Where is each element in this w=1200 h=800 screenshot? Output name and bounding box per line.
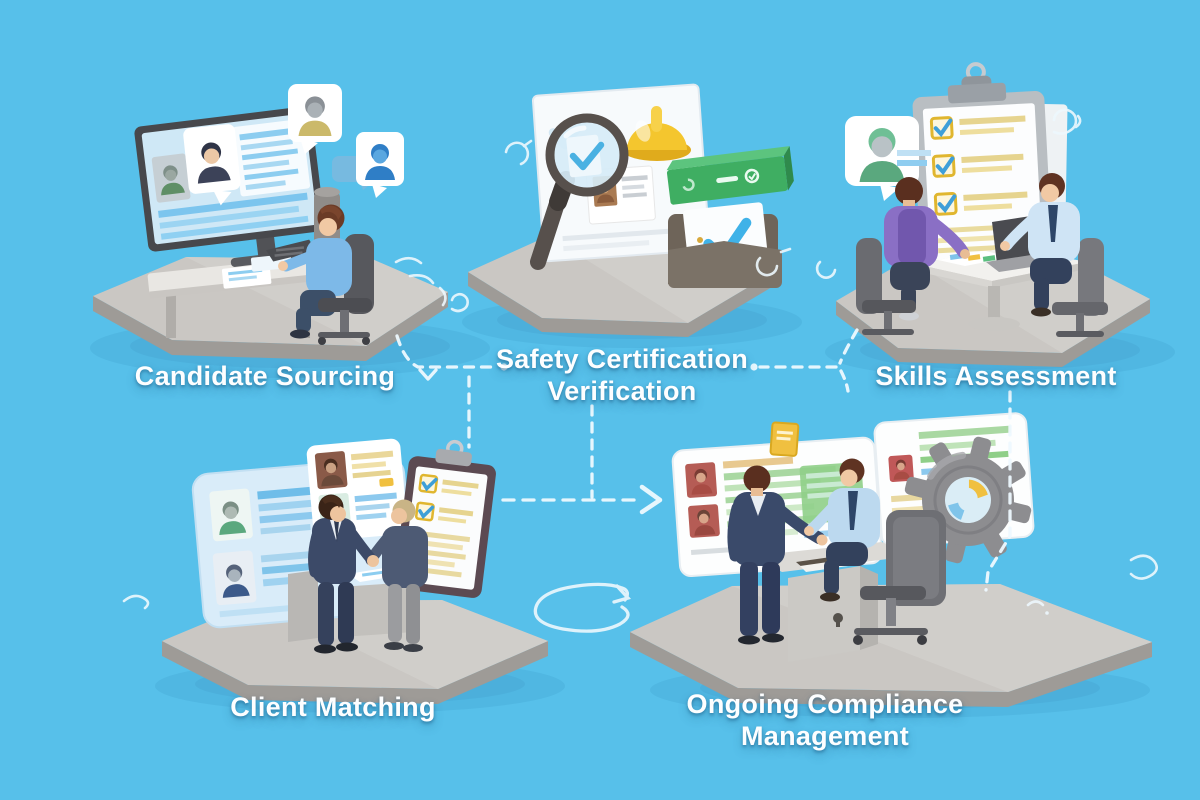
flow-connectors bbox=[395, 328, 1012, 592]
cycle-loop-doodle bbox=[533, 582, 632, 633]
step-label-candidate-sourcing: Candidate Sourcing bbox=[134, 361, 396, 391]
interviewee-person bbox=[1000, 173, 1108, 337]
step-label-skills-assessment: Skills Assessment bbox=[875, 361, 1117, 391]
manager-person bbox=[727, 465, 828, 645]
client-person bbox=[365, 499, 428, 652]
skills-assessment-illustration bbox=[825, 62, 1175, 379]
client-matching-illustration bbox=[155, 438, 565, 713]
analyst-person bbox=[804, 458, 880, 602]
connector-matching-to-compliance bbox=[501, 484, 663, 515]
magnifying-glass-icon bbox=[530, 113, 629, 270]
verified-badge-icon bbox=[666, 146, 794, 205]
step-label-safety-certification-verification: Safety Certification Verification bbox=[495, 344, 749, 407]
desk-papers bbox=[221, 239, 317, 289]
chair-base bbox=[318, 298, 372, 345]
connector-sourcing-to-verification bbox=[395, 334, 508, 381]
ongoing-compliance-illustration bbox=[630, 412, 1152, 718]
recruiter-person bbox=[308, 494, 358, 654]
speech-bubble-icon bbox=[845, 116, 931, 201]
speech-bubble-icon bbox=[356, 132, 404, 198]
connector-skills-to-compliance bbox=[984, 390, 1012, 592]
interviewer-person bbox=[856, 177, 970, 335]
speech-bubble-icon bbox=[288, 84, 342, 154]
decorative-doodles bbox=[122, 108, 1159, 633]
checked-folder-icon bbox=[668, 202, 782, 288]
candidate-sourcing-illustration bbox=[90, 84, 490, 378]
recruiter-person bbox=[278, 204, 352, 339]
office-chair bbox=[853, 510, 946, 645]
step-label-client-matching: Client Matching bbox=[230, 692, 436, 722]
safety-certification-illustration bbox=[462, 83, 802, 348]
candidate-card bbox=[183, 124, 241, 206]
connector-skills-to-verification bbox=[750, 328, 859, 393]
hard-hat-icon bbox=[623, 106, 691, 161]
step-label-ongoing-compliance-management: Ongoing Compliance Management bbox=[686, 689, 964, 752]
